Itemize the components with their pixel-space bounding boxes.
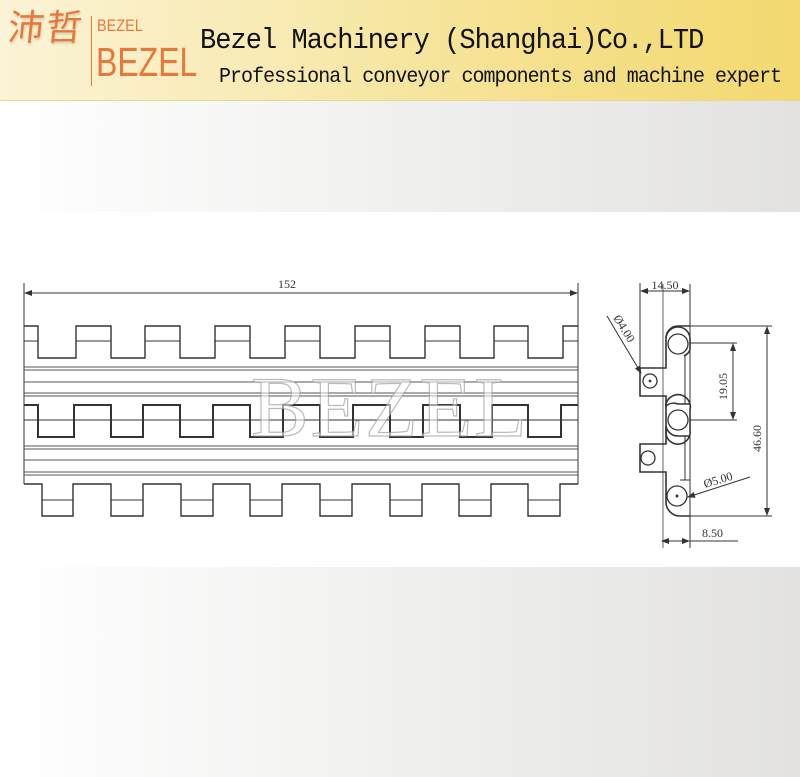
company-name: Bezel Machinery (Shanghai)Co.,LTD <box>200 24 704 57</box>
background-band-top <box>0 101 800 212</box>
watermark-bezel: BEZEL <box>251 359 529 455</box>
pin-hole-bottom <box>666 485 688 507</box>
dimension-label-19-05: 19.05 <box>716 373 730 400</box>
dimension-14-50 <box>639 283 690 368</box>
logo-small-text: BEZEL <box>97 16 143 35</box>
top-teeth-row <box>24 325 578 359</box>
side-profile-outline <box>639 325 690 517</box>
side-view <box>606 283 772 548</box>
dimension-46-60 <box>690 325 772 517</box>
dimension-width-152 <box>23 283 579 330</box>
dimension-19-05 <box>690 342 737 421</box>
logo-divider <box>91 16 92 86</box>
logo-big-text: BEZEL <box>96 39 198 85</box>
pin-hole-middle <box>667 409 689 431</box>
tagline: Professional conveyor components and mac… <box>219 66 782 89</box>
background-band-bottom <box>0 567 800 777</box>
dimension-label-14-50: 14.50 <box>652 278 679 292</box>
bottom-teeth-row <box>24 483 578 517</box>
pin-hole-top <box>667 333 689 355</box>
top-view <box>23 283 579 517</box>
dimension-label-46-60: 46.60 <box>750 425 764 452</box>
dimension-label-8-50: 8.50 <box>702 526 723 540</box>
dimension-label-152: 152 <box>278 277 296 291</box>
small-hole-lower <box>640 450 656 466</box>
header-banner: 沛哲 BEZEL BEZEL Bezel Machinery (Shanghai… <box>0 0 800 101</box>
small-hole-upper <box>642 373 658 389</box>
middle-wave-row <box>24 404 578 438</box>
